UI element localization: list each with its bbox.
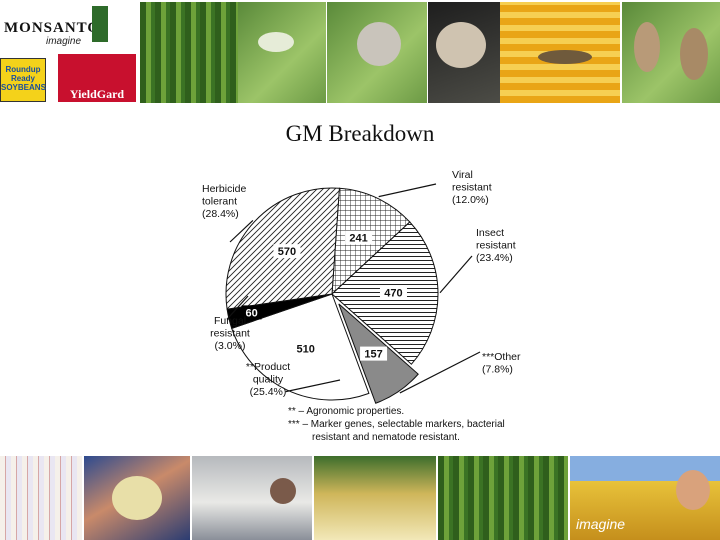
wheat-field-photo: imagine <box>570 456 720 540</box>
value-label: 60 <box>245 307 257 319</box>
petri-dish-photo <box>84 456 190 540</box>
corn-ear-photo <box>500 2 620 103</box>
value-label-box <box>241 305 262 320</box>
corn-field-photo <box>140 2 238 103</box>
leader-line <box>439 255 473 294</box>
lab-equipment-photo <box>192 456 312 540</box>
footnote: *** – Marker genes, selectable markers, … <box>288 419 505 430</box>
value-label: 510 <box>297 344 315 356</box>
value-label-box <box>273 244 301 259</box>
footnote: ** – Agronomic properties. <box>288 406 404 417</box>
dna-gel-photo <box>0 456 82 540</box>
imagine-tagline: imagine <box>46 36 82 47</box>
yieldgard-logo: YieldGard <box>58 54 136 102</box>
leader-line <box>378 183 437 198</box>
wheat-icon <box>92 6 108 42</box>
value-label: 157 <box>364 349 382 361</box>
bottom-banner: imagine <box>0 456 720 540</box>
moth-larva-photo <box>327 2 427 103</box>
leader-line <box>399 351 481 394</box>
value-label: 241 <box>349 233 367 245</box>
value-label-box <box>292 341 320 356</box>
crop-field-photo <box>438 456 568 540</box>
value-label-box <box>379 285 407 300</box>
moths-on-leaf-photo <box>622 2 720 103</box>
value-label: 470 <box>384 287 402 299</box>
value-label-box <box>360 346 388 361</box>
imagine-bottom-tagline: imagine <box>576 516 626 532</box>
footnote: resistant and nematode resistant. <box>312 432 460 443</box>
category-label: ***Other(7.8%) <box>482 351 521 376</box>
leader-line <box>229 220 254 243</box>
slide-title: GM Breakdown <box>285 121 435 146</box>
value-label-box <box>345 230 373 245</box>
leader-line <box>226 295 249 320</box>
moth-photo <box>428 2 500 103</box>
value-label: 570 <box>278 246 296 258</box>
leader-line <box>285 379 341 393</box>
oil-bottles-photo <box>314 456 436 540</box>
insect-egg-photo <box>238 2 326 103</box>
monsanto-logo: MONSANTO <box>4 20 101 36</box>
